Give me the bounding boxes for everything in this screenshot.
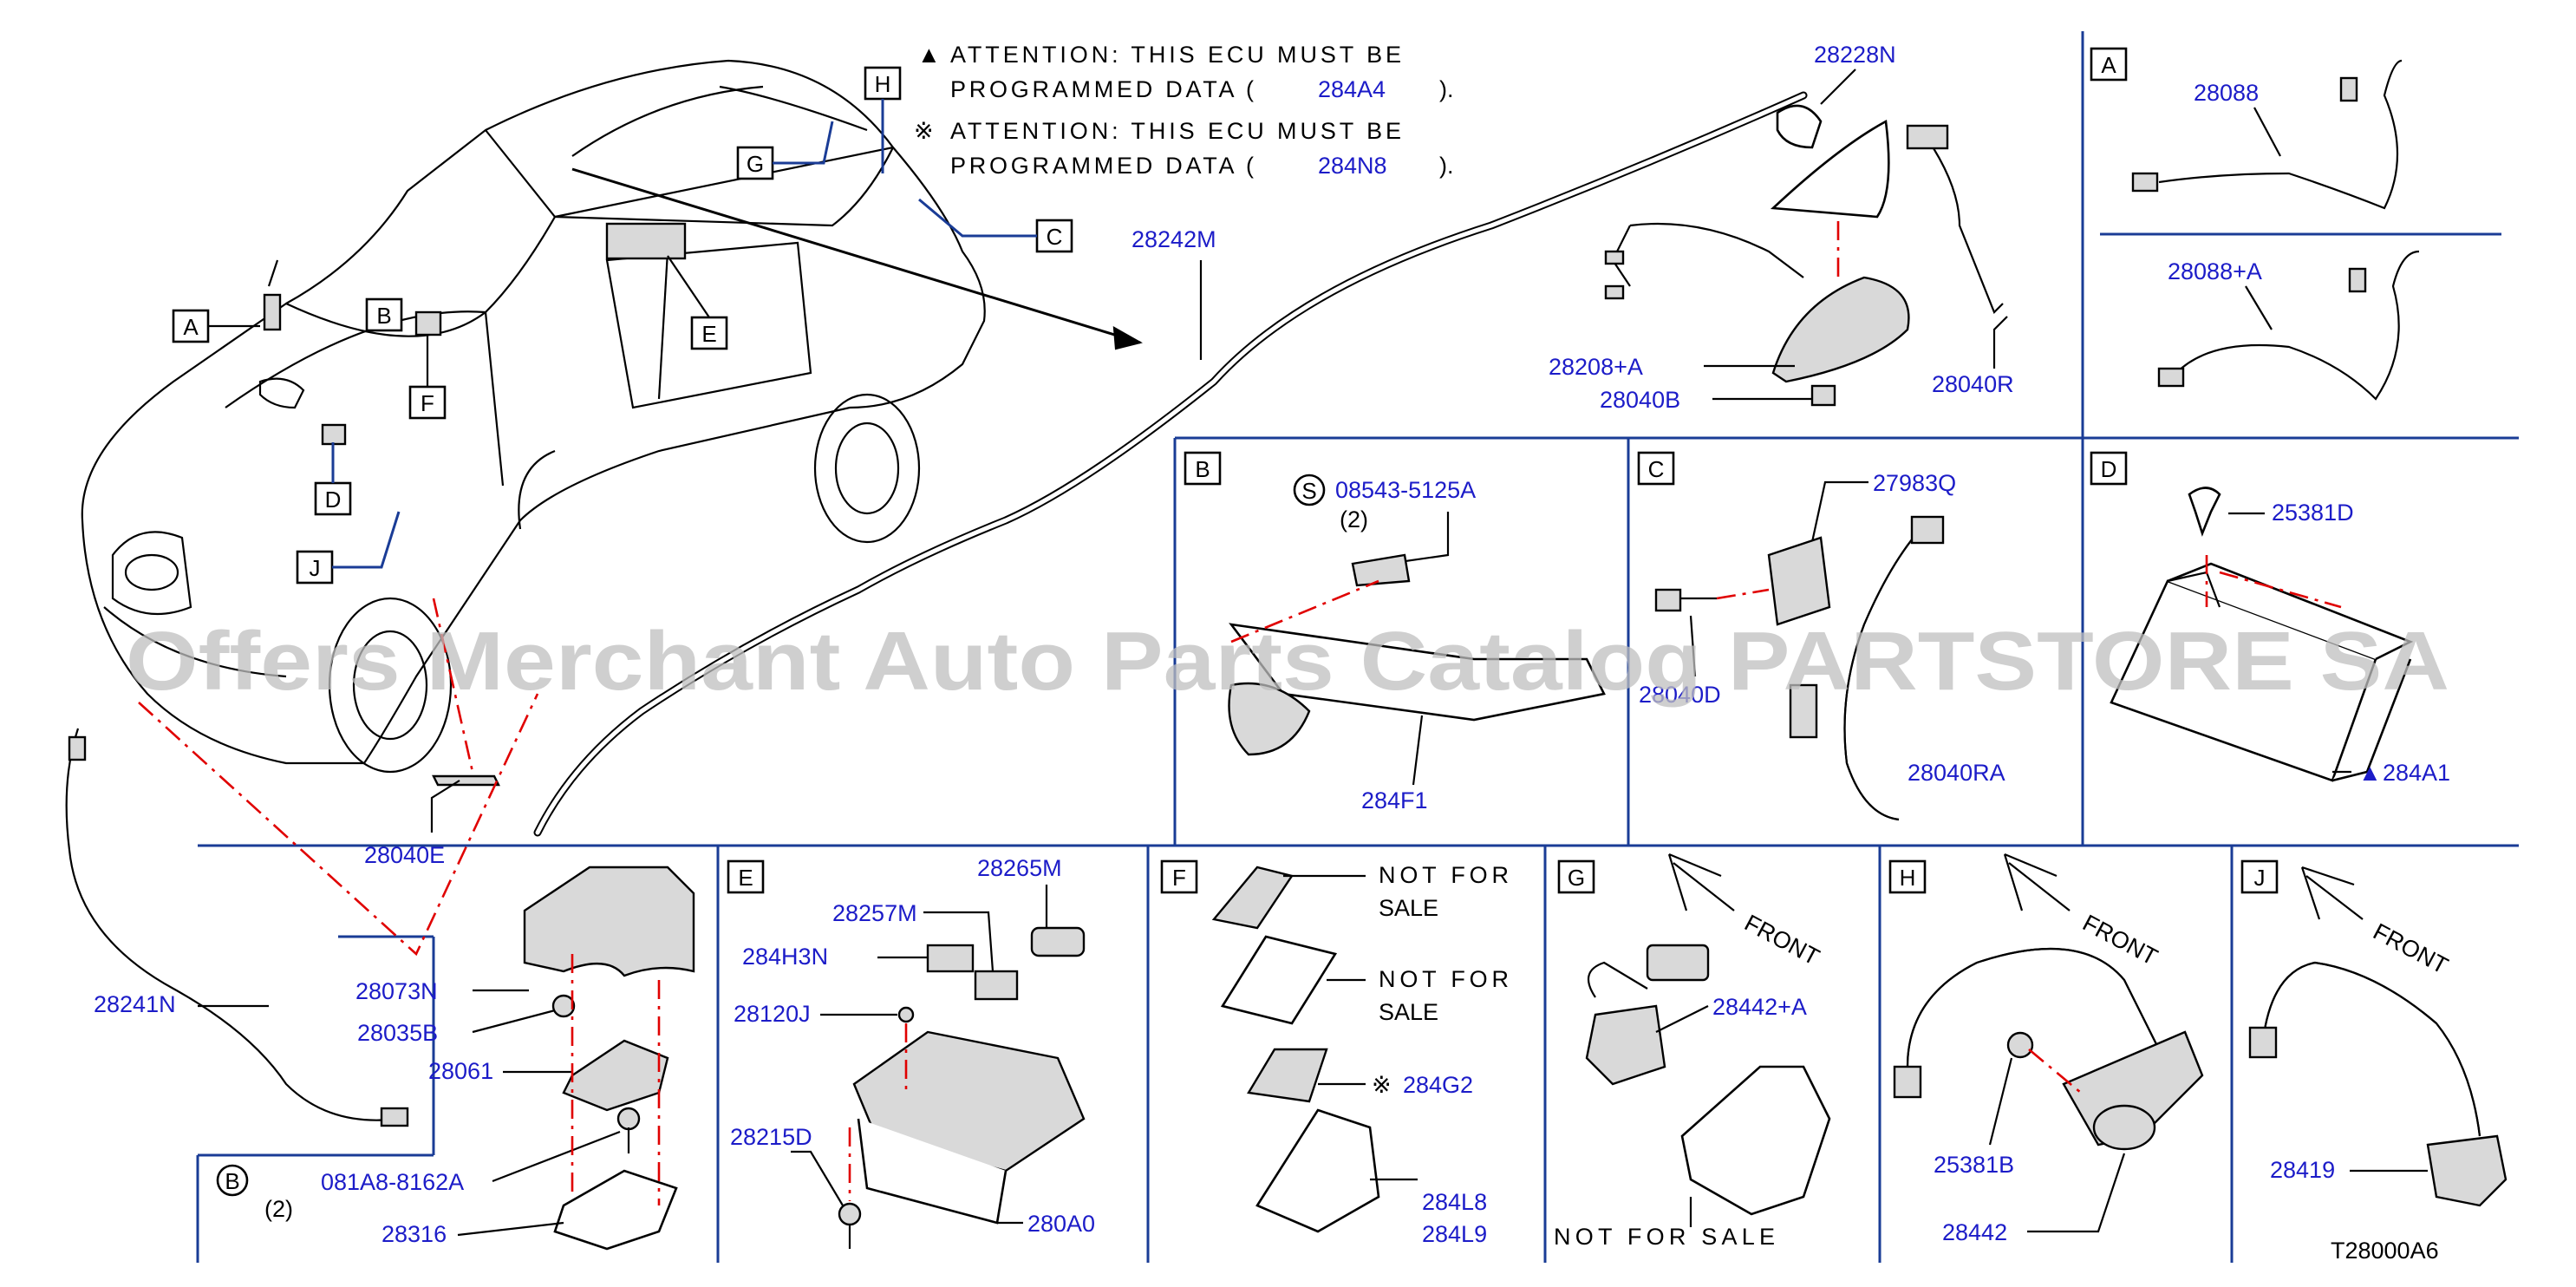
- panel-B-qty: (2): [1340, 506, 1368, 532]
- attention-2-code: 284N8: [1318, 153, 1387, 179]
- label-27983Q: 27983Q: [1873, 470, 1956, 496]
- label-284F1: 284F1: [1361, 787, 1428, 813]
- callout-B: B: [376, 303, 391, 329]
- label-28035B: 28035B: [357, 1020, 438, 1046]
- label-28228N: 28228N: [1814, 42, 1896, 68]
- panel-J-front: FRONT: [2369, 918, 2452, 979]
- panel-D: D 25381D ▲ 284A1: [2090, 451, 2450, 786]
- panel-F-letter: F: [1172, 865, 1186, 891]
- label-08543-5125A: 08543-5125A: [1335, 477, 1476, 503]
- label-28088A: 28088+A: [2168, 258, 2262, 284]
- panel-B-letter: B: [1195, 456, 1210, 482]
- nfs2-line1: NOT FOR: [1379, 966, 1509, 992]
- attention-1-symbol: ▲: [917, 42, 941, 68]
- attention-1-suffix: ).: [1439, 76, 1454, 102]
- panel-H-front: FRONT: [2078, 910, 2162, 970]
- callout-G: G: [747, 151, 764, 177]
- panel-G: G FRONT 28442+A NOT FOR SALE: [1554, 853, 1831, 1250]
- attention-2-suffix: ).: [1439, 153, 1454, 179]
- callout-E: E: [701, 321, 716, 347]
- panel-B-screw-symbol: S: [1301, 478, 1316, 504]
- label-28040E: 28040E: [364, 842, 445, 868]
- panel-J-letter: J: [2254, 865, 2266, 891]
- label-28241N: 28241N: [94, 991, 176, 1017]
- label-284L8: 284L8: [1422, 1189, 1487, 1215]
- callout-A: J: [310, 555, 321, 581]
- callout-C: C: [1047, 224, 1063, 250]
- label-28040B: 28040B: [1600, 387, 1680, 413]
- watermark: Offers Merchant Auto Parts Catalog PARTS…: [126, 615, 2449, 708]
- antenna-assembly: 28228N 28208+A 28040B 28040R: [1549, 42, 2014, 413]
- label-081A8-8162A: 081A8-8162A: [321, 1169, 464, 1195]
- label-284G2: 284G2: [1403, 1072, 1473, 1098]
- callout-D: D: [325, 487, 342, 513]
- attention-1-code: 284A4: [1318, 76, 1386, 102]
- attention-1-prefix: PROGRAMMED DATA (: [950, 76, 1254, 102]
- panel-E: E 28265M 28257M 284H3N 28120J 28215D 280…: [727, 855, 1095, 1249]
- panel-G-front: FRONT: [1740, 910, 1823, 970]
- p284G2-symbol: ※: [1372, 1072, 1392, 1098]
- ecu-symbol: ▲: [2358, 760, 2382, 786]
- label-28120J: 28120J: [734, 1001, 811, 1027]
- attention-2-symbol: ※: [914, 118, 934, 144]
- main-cable: 28242M: [533, 91, 1808, 837]
- panel-grid: [196, 31, 2519, 1263]
- label-28061: 28061: [428, 1058, 493, 1084]
- label-28442: 28442: [1942, 1219, 2007, 1245]
- nfs1-line2: SALE: [1379, 895, 1438, 921]
- label-284L9: 284L9: [1422, 1221, 1487, 1247]
- attention-2-line1: ATTENTION: THIS ECU MUST BE: [950, 118, 1401, 144]
- label-28040RA: 28040RA: [1908, 760, 2005, 786]
- label-28040D: 28040D: [1639, 682, 1721, 708]
- panel-D-letter: D: [2101, 456, 2117, 482]
- label-25381D: 25381D: [2272, 500, 2354, 526]
- panel-F: F NOT FOR SALE NOT FOR SALE ※ 284G2 284L…: [1160, 859, 1509, 1247]
- label-284H3N: 284H3N: [742, 944, 828, 970]
- label-28442A: 28442+A: [1712, 994, 1807, 1020]
- panel-C: C 27983Q 28040D 28040RA: [1637, 451, 2005, 821]
- label-28419: 28419: [2270, 1157, 2335, 1183]
- panel-C-letter: C: [1648, 456, 1665, 482]
- label-28242M: 28242M: [1131, 226, 1216, 252]
- label-28040R: 28040R: [1932, 371, 2014, 397]
- label-28073N: 28073N: [355, 978, 438, 1004]
- attention-1-line1: ATTENTION: THIS ECU MUST BE: [950, 42, 1401, 68]
- callout-J: A: [183, 314, 199, 340]
- label-280A0: 280A0: [1027, 1211, 1095, 1237]
- vehicle-parts-silhouettes: [263, 85, 868, 446]
- attention-2-prefix: PROGRAMMED DATA (: [950, 153, 1254, 179]
- panel-J: J FRONT 28419: [2240, 859, 2508, 1207]
- label-25381B: 25381B: [1934, 1152, 2014, 1178]
- panel-A: A 28088 28088+A: [2090, 47, 2420, 401]
- panel-H-letter: H: [1900, 865, 1916, 891]
- label-28257M: 28257M: [832, 900, 917, 926]
- panel-G-nfs: NOT FOR SALE: [1554, 1224, 1775, 1250]
- label-28215D: 28215D: [730, 1124, 812, 1150]
- front-harness: 28241N 28040E: [65, 598, 539, 1127]
- panel-E-letter: E: [738, 865, 753, 891]
- label-284A1: 284A1: [2383, 760, 2450, 786]
- panel-H: H FRONT 25381B 28442: [1888, 853, 2204, 1245]
- figure-code: T28000A6: [2331, 1238, 2439, 1264]
- vehicle-callouts: A B F E G H C D J: [172, 66, 1073, 585]
- callout-H: H: [875, 71, 891, 97]
- attention-notes: ▲ ATTENTION: THIS ECU MUST BE PROGRAMMED…: [914, 42, 1454, 179]
- panel-B: B S 08543-5125A (2) 284F1: [1184, 451, 1606, 813]
- vehicle-illustration: [81, 59, 1143, 774]
- label-28316: 28316: [382, 1221, 447, 1247]
- nfs1-line1: NOT FOR: [1379, 862, 1509, 888]
- label-28088: 28088: [2194, 80, 2259, 106]
- nfs2-line2: SALE: [1379, 999, 1438, 1025]
- panel-G-letter: G: [1568, 865, 1585, 891]
- callout-F: F: [421, 390, 434, 416]
- bolt-symbol: B: [225, 1168, 239, 1194]
- panel-A-letter: A: [2101, 52, 2116, 78]
- panel-camera-module: 28073N 28035B 28061 B (2) 081A8-8162A 28…: [216, 866, 695, 1251]
- label-28265M: 28265M: [977, 855, 1062, 881]
- label-28208A: 28208+A: [1549, 354, 1643, 380]
- panel-bl-qty: (2): [264, 1196, 293, 1222]
